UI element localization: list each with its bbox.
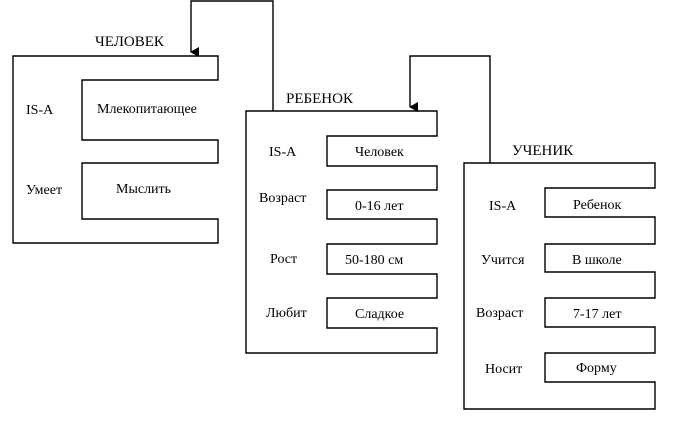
- frame-child-slot-name-age: Возраст: [259, 191, 306, 206]
- frame-student-slot-name-age: Возраст: [476, 306, 523, 321]
- frame-student-outline: [463, 162, 656, 410]
- frame-student: УЧЕНИК IS-A Ребенок Учится В школе Возра…: [463, 143, 656, 410]
- frame-child-slot-value-likes: Сладкое: [355, 307, 404, 322]
- frame-child-slot-value-height: 50-180 см: [345, 253, 403, 268]
- frame-child-slot-value-age: 0-16 лет: [355, 199, 403, 214]
- frame-child-slot-value-isa: Человек: [355, 145, 404, 160]
- frame-student-slot-name-isa: IS-A: [489, 199, 517, 214]
- frame-child: РЕБЕНОК IS-A Человек Возраст 0-16 лет Ро…: [245, 91, 438, 354]
- frame-person-slot-value-can: Мыслить: [116, 182, 171, 197]
- frame-child-outline: [245, 110, 438, 354]
- isa-link-student-to-child: [409, 55, 491, 163]
- frame-child-slot-name-height: Рост: [270, 252, 297, 267]
- frame-child-title: РЕБЕНОК: [286, 91, 354, 107]
- frame-student-slot-value-wears: Форму: [576, 361, 617, 376]
- frame-person: ЧЕЛОВЕК IS-A Млекопитающее Умеет Мыслить: [12, 34, 219, 244]
- isa-link-child-to-person: [190, 0, 274, 111]
- frame-child-slot-name-likes: Любит: [266, 306, 307, 321]
- frame-student-slot-value-studies: В школе: [572, 253, 622, 268]
- frame-person-slot-name-can: Умеет: [26, 183, 62, 198]
- frame-student-slot-name-studies: Учится: [481, 253, 525, 268]
- frame-person-slot-value-isa: Млекопитающее: [97, 102, 197, 117]
- frame-person-outline: [12, 55, 219, 244]
- frame-student-title: УЧЕНИК: [512, 143, 574, 159]
- frame-child-slot-name-isa: IS-A: [269, 145, 297, 160]
- frame-student-slot-value-age: 7-17 лет: [573, 307, 621, 322]
- frame-student-slot-value-isa: Ребенок: [573, 198, 621, 213]
- frame-person-title: ЧЕЛОВЕК: [95, 34, 165, 50]
- frame-person-slot-name-isa: IS-A: [26, 103, 54, 118]
- frame-student-slot-name-wears: Носит: [485, 362, 522, 377]
